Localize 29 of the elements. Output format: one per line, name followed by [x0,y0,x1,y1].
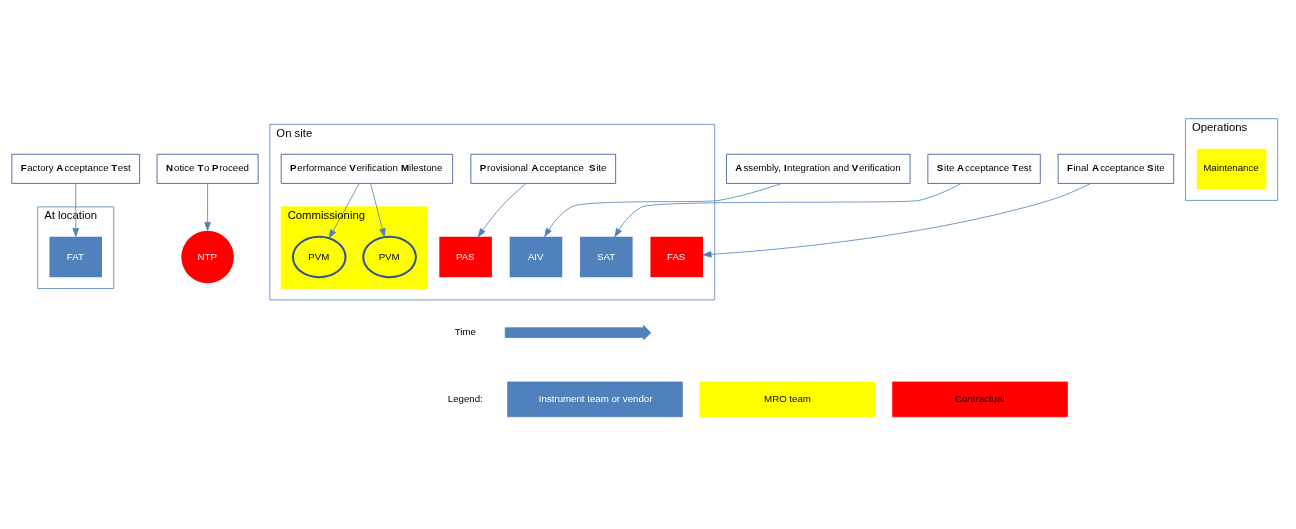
arrow [328,183,360,239]
node-box: Final Acceptance Site [1057,153,1175,184]
node-box: FAT [49,236,103,278]
legend-label: Instrument team or vendor [538,392,653,404]
node-box: Maintenance [1196,148,1267,190]
arrow [614,183,962,238]
node-box: Performance Verification Milestone [280,153,454,184]
node-box: Factory Acceptance Test [11,153,141,184]
arrow [72,183,79,237]
node-box: FAS [650,236,703,278]
legend-label: Contractual [954,392,1005,404]
node-ellipse: PVM [291,235,347,279]
node-box: Provisional Acceptance Site [470,153,617,184]
label: Time [454,326,476,338]
node-box: AIV [509,236,563,278]
arrow [544,183,782,237]
arrow [204,183,211,231]
legend-label: MRO team [764,392,811,404]
arrow [370,183,386,238]
node-box: PAS [439,236,492,278]
node-circle: NTP [181,230,234,284]
node-box: Assembly, Integration and Verification [726,153,911,184]
node-box: Notice To Proceed [156,153,259,184]
node-box: SAT [580,236,633,278]
node-ellipse: PVM [362,235,417,279]
node-box: Site Acceptance Test [927,153,1041,184]
arrow [477,183,527,238]
arrow [702,183,1091,258]
label: Legend: [447,392,483,404]
